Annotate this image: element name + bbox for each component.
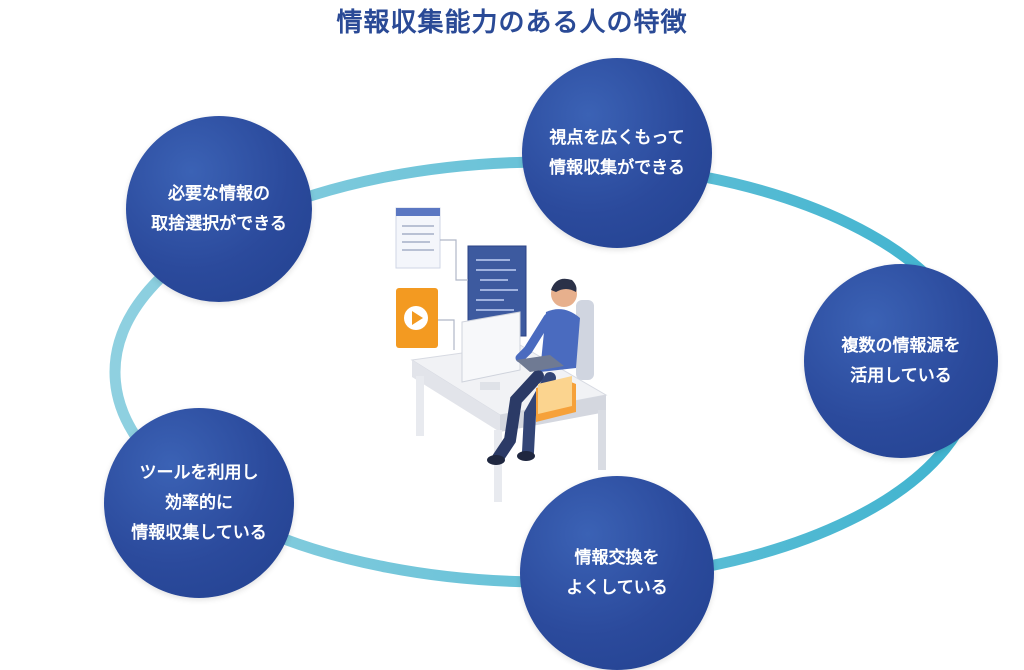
node-broad-perspective: 視点を広くもって 情報収集ができる <box>522 58 712 248</box>
node-line: 情報交換を <box>574 548 660 568</box>
node-line: 必要な情報の <box>168 184 270 204</box>
node-line: 複数の情報源を <box>841 336 961 356</box>
node-line: 情報収集している <box>131 523 267 543</box>
node-line: 効率的に <box>165 493 233 513</box>
node-multiple-sources: 複数の情報源を 活用している <box>804 264 998 458</box>
video-play-icon <box>396 288 438 348</box>
node-line: ツールを利用し <box>139 463 259 483</box>
node-information-exchange: 情報交換を よくしている <box>520 476 714 670</box>
node-use-tools: ツールを利用し 効率的に 情報収集している <box>104 408 294 598</box>
node-information-selection: 必要な情報の 取捨選択ができる <box>126 116 312 302</box>
node-line: 視点を広くもって <box>549 128 685 148</box>
folder-icon <box>536 376 576 422</box>
desktop-monitor <box>461 311 521 390</box>
diagram-title: 情報収集能力のある人の特徴 <box>336 8 688 38</box>
document-window-icon <box>395 207 441 269</box>
person-at-computer-illustration <box>395 207 608 502</box>
node-line: よくしている <box>566 578 668 598</box>
node-line: 取捨選択ができる <box>151 214 287 234</box>
keyboard <box>516 355 564 372</box>
node-line: 情報収集ができる <box>549 158 685 178</box>
node-line: 活用している <box>850 366 952 386</box>
